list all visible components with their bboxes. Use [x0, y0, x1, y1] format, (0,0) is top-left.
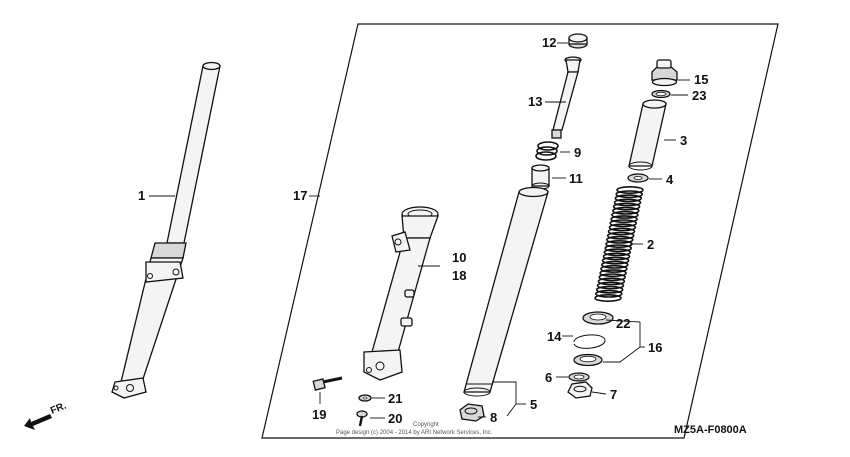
callout-21[interactable]: 21 — [388, 391, 402, 406]
spring-coil — [602, 252, 631, 261]
part-12[interactable] — [568, 33, 588, 49]
exploded-view-frame — [261, 23, 779, 439]
front-arrow-icon — [24, 414, 52, 430]
spring-coil — [599, 269, 627, 278]
rebound-spring-part-9[interactable] — [535, 141, 559, 161]
washer-part-21[interactable] — [358, 394, 372, 402]
bolt-part-19[interactable] — [312, 376, 343, 391]
bolt-part-20[interactable] — [356, 410, 368, 427]
spring-coil — [595, 285, 624, 294]
spring-coil — [609, 219, 638, 228]
callout-4[interactable]: 4 — [666, 172, 674, 187]
callout-9[interactable]: 9 — [574, 145, 581, 160]
part-8[interactable] — [459, 403, 485, 422]
spring-coil — [604, 244, 633, 253]
spring-coil — [615, 190, 644, 199]
callout-15[interactable]: 15 — [694, 72, 708, 87]
o-ring-part-23[interactable] — [651, 89, 671, 99]
dust-seal-part-6[interactable] — [568, 372, 590, 382]
copyright-line-2: Page design (c) 2004 - 2014 by ARI Netwo… — [336, 430, 493, 436]
callout-19[interactable]: 19 — [312, 407, 326, 422]
spring-coil — [601, 256, 630, 265]
callout-13[interactable]: 13 — [528, 94, 542, 109]
part-16[interactable] — [573, 353, 603, 367]
spacer-part-3[interactable] — [628, 99, 667, 171]
spring-coil — [597, 277, 626, 286]
callout-16[interactable]: 16 — [648, 340, 662, 355]
diagram-code: MZ5A-F0800A — [674, 424, 747, 436]
spring-coil — [616, 186, 644, 195]
spring-coil — [594, 289, 623, 298]
callout-3[interactable]: 3 — [680, 133, 687, 148]
leader-lines — [149, 42, 690, 419]
callout-20[interactable]: 20 — [388, 411, 402, 426]
callout-23[interactable]: 23 — [692, 88, 706, 103]
spring-coil — [612, 202, 641, 211]
callout-6[interactable]: 6 — [545, 370, 552, 385]
callout-14[interactable]: 14 — [547, 329, 562, 344]
spring-coil — [603, 248, 632, 257]
spring-coil — [614, 194, 643, 203]
callout-7[interactable]: 7 — [610, 387, 617, 402]
spring-coil — [600, 264, 628, 273]
callout-1[interactable]: 1 — [138, 188, 145, 203]
bushing-part-11[interactable] — [531, 164, 550, 190]
callout-22[interactable]: 22 — [616, 316, 630, 331]
oil-seal-part-22[interactable] — [582, 311, 614, 325]
spring-seat-part-4[interactable] — [627, 173, 649, 183]
callout-18[interactable]: 18 — [452, 268, 466, 283]
spring-coil — [611, 206, 640, 215]
spring-coil — [610, 215, 638, 224]
callout-2[interactable]: 2 — [647, 237, 654, 252]
spring-coil — [596, 281, 625, 290]
fork-cap-bolt-part-15[interactable] — [651, 59, 678, 87]
callout-17[interactable]: 17 — [293, 188, 307, 203]
spring-coil — [608, 223, 637, 232]
callouts: 1 17 10 18 12 13 9 11 15 23 3 4 2 22 14 … — [138, 35, 708, 426]
fork-tube-part-5[interactable] — [463, 186, 549, 397]
spring-coil — [600, 260, 629, 269]
callout-12[interactable]: 12 — [542, 35, 556, 50]
fork-spring-part-2[interactable] — [594, 186, 644, 302]
front-direction-indicator: FR. — [24, 400, 68, 430]
callout-11[interactable]: 11 — [569, 171, 583, 186]
callout-5[interactable]: 5 — [530, 397, 537, 412]
spring-coil — [594, 293, 622, 302]
copyright-line-1: Copyright — [413, 422, 439, 428]
damper-rod-part-13[interactable] — [551, 56, 582, 139]
fork-assembly-part-1[interactable] — [111, 61, 221, 399]
spring-coil — [605, 235, 634, 244]
spring-coil — [611, 210, 639, 219]
spring-coil — [606, 231, 635, 240]
fork-slider-part-10-18[interactable] — [363, 206, 439, 381]
spring-coil — [613, 198, 642, 207]
callout-8[interactable]: 8 — [490, 410, 497, 425]
spring-coil — [607, 227, 636, 236]
spring-coil — [598, 273, 627, 282]
direction-label: FR. — [49, 400, 68, 416]
callout-10[interactable]: 10 — [452, 250, 466, 265]
circlip-part-14[interactable] — [573, 334, 606, 349]
part-7[interactable] — [567, 381, 593, 399]
